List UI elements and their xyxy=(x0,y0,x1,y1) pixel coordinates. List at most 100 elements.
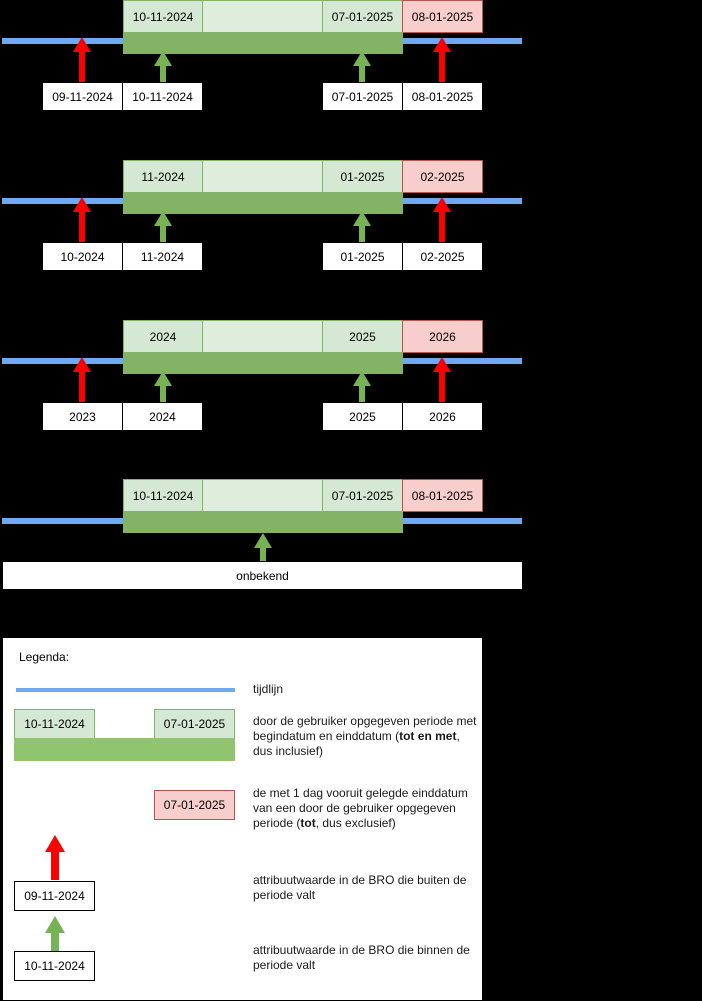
period-middle-box xyxy=(202,160,323,193)
arrow-outside-red xyxy=(73,37,91,83)
legend-outside-text: attribuutwaarde in de BRO die buiten de … xyxy=(253,873,466,903)
legend-title: Legenda: xyxy=(19,650,70,664)
period-start-label: 10-11-2024 xyxy=(132,9,194,24)
legend-period-start-label: 10-11-2024 xyxy=(24,717,85,731)
exclusive-end-label: 2026 xyxy=(429,329,456,344)
legend-inside-text: attribuutwaarde in de BRO die binnen de … xyxy=(253,943,470,973)
legend-exclusive-text-line2: van een door de gebruiker opgegeven xyxy=(253,801,456,815)
legend-period-end-label: 07-01-2025 xyxy=(163,717,226,731)
exclusive-end-label: 08-01-2025 xyxy=(411,9,474,24)
legend-exclusive-text-line3-pre: periode ( xyxy=(253,816,301,830)
legend-outside-text-line1: attribuutwaarde in de BRO die buiten de xyxy=(253,873,467,887)
legend-inside-label-box: 10-11-2024 xyxy=(14,951,95,981)
attribute-label: 08-01-2025 xyxy=(411,89,474,104)
attribute-label-box: 07-01-2025 xyxy=(322,82,403,111)
attribute-label-box: 10-2024 xyxy=(42,242,123,271)
attribute-label: 11-2024 xyxy=(140,249,185,264)
unknown-label-box: onbekend xyxy=(2,561,523,590)
exclusive-end-box: 08-01-2025 xyxy=(402,0,483,33)
legend-outside-text-line2: periode valt xyxy=(253,888,316,902)
exclusive-end-label: 08-01-2025 xyxy=(411,488,474,503)
period-start-label: 11-2024 xyxy=(141,169,185,184)
period-end-box: 07-01-2025 xyxy=(322,479,403,512)
legend-exclusive-text-line1: de met 1 dag vooruit gelegde einddatum xyxy=(253,786,468,800)
legend-period-text-line1: door de gebruiker opgegeven periode met xyxy=(253,714,477,728)
timeline-row-years: 2024 2025 2026 2023 2024 2025 2026 xyxy=(0,320,702,440)
attribute-label-box: 2025 xyxy=(322,402,403,431)
legend-period-text-line2: begindatum en einddatum (tot en met, xyxy=(253,729,477,744)
period-start-box: 10-11-2024 xyxy=(123,479,203,512)
period-start-box: 10-11-2024 xyxy=(123,0,203,33)
attribute-label-box: 11-2024 xyxy=(122,242,203,271)
exclusive-end-box: 2026 xyxy=(402,320,483,353)
attribute-label: 02-2025 xyxy=(420,249,465,264)
attribute-label: 2023 xyxy=(69,409,96,424)
legend-period-text-line2-pre: begindatum en einddatum ( xyxy=(253,729,400,743)
legend-inside-text-line1: attribuutwaarde in de BRO die binnen de xyxy=(253,943,470,957)
arrow-inside-green xyxy=(154,211,172,243)
attribute-label: 2026 xyxy=(429,409,456,424)
period-bar xyxy=(123,511,403,533)
arrow-inside-green xyxy=(154,51,172,83)
arrow-outside-red xyxy=(433,197,451,243)
arrow-outside-red xyxy=(73,197,91,243)
attribute-label-box: 01-2025 xyxy=(322,242,403,271)
exclusive-end-box: 02-2025 xyxy=(402,160,483,193)
period-bar xyxy=(123,352,403,374)
legend-inside-text-line2: periode valt xyxy=(253,958,316,972)
period-start-box: 2024 xyxy=(123,320,203,353)
period-end-box: 07-01-2025 xyxy=(322,0,403,33)
attribute-label-box: 2023 xyxy=(42,402,123,431)
attribute-label-box: 10-11-2024 xyxy=(122,82,203,111)
legend-inside-label: 10-11-2024 xyxy=(24,959,85,973)
legend-period-start-sample: 10-11-2024 xyxy=(14,709,95,739)
timeline-row-dates: 10-11-2024 07-01-2025 08-01-2025 09-11-2… xyxy=(0,0,702,120)
attribute-label: 01-2025 xyxy=(340,249,385,264)
period-end-label: 07-01-2025 xyxy=(331,9,394,24)
legend-exclusive-text: de met 1 dag vooruit gelegde einddatum v… xyxy=(253,786,468,831)
timeline-row-months: 11-2024 01-2025 02-2025 10-2024 11-2024 … xyxy=(0,160,702,280)
legend-period-text-line2-post: , xyxy=(456,729,460,743)
unknown-label: onbekend xyxy=(236,568,289,583)
legend-period-text: door de gebruiker opgegeven periode met … xyxy=(253,714,477,759)
arrow-outside-red xyxy=(433,357,451,403)
legend-period-text-line3: dus inclusief) xyxy=(253,744,324,758)
period-end-box: 2025 xyxy=(322,320,403,353)
period-bar xyxy=(123,32,403,54)
period-middle-box xyxy=(202,320,323,353)
period-end-box: 01-2025 xyxy=(322,160,403,193)
arrow-inside-green xyxy=(254,533,272,561)
legend-panel: Legenda: tijdlijn 10-11-2024 07-01-2025 … xyxy=(2,637,483,1001)
attribute-label-box: 2026 xyxy=(402,402,483,431)
legend-exclusive-text-line3-bold: tot xyxy=(300,816,316,830)
legend-exclusive-text-line3-post: , dus exclusief) xyxy=(315,816,396,830)
period-middle-box xyxy=(202,479,323,512)
exclusive-end-label: 02-2025 xyxy=(420,169,465,184)
legend-period-bar-sample xyxy=(14,738,235,761)
legend-exclusive-sample: 07-01-2025 xyxy=(154,790,235,820)
period-end-label: 01-2025 xyxy=(340,169,385,184)
arrow-inside-green xyxy=(353,371,371,403)
period-start-label: 10-11-2024 xyxy=(132,488,194,503)
legend-timeline-text: tijdlijn xyxy=(253,682,284,696)
legend-exclusive-text-line3: periode (tot, dus exclusief) xyxy=(253,816,468,831)
arrow-inside-green xyxy=(353,51,371,83)
attribute-label: 10-2024 xyxy=(60,249,105,264)
attribute-label: 10-11-2024 xyxy=(132,89,193,104)
attribute-label-box: 2024 xyxy=(122,402,203,431)
attribute-label-box: 02-2025 xyxy=(402,242,483,271)
period-end-label: 2025 xyxy=(349,329,376,344)
timeline-row-unknown: 10-11-2024 07-01-2025 08-01-2025 onbeken… xyxy=(0,479,702,594)
arrow-inside-green xyxy=(353,211,371,243)
attribute-label-box: 08-01-2025 xyxy=(402,82,483,111)
attribute-label: 09-11-2024 xyxy=(52,89,113,104)
legend-outside-label: 09-11-2024 xyxy=(24,889,85,903)
legend-exclusive-label: 07-01-2025 xyxy=(163,798,226,812)
period-middle-box xyxy=(202,0,323,33)
period-start-label: 2024 xyxy=(149,329,177,344)
period-end-label: 07-01-2025 xyxy=(331,488,394,503)
period-bar xyxy=(123,192,403,214)
arrow-inside-green xyxy=(154,371,172,403)
legend-arrow-outside-red xyxy=(45,835,65,880)
arrow-outside-red xyxy=(433,37,451,83)
